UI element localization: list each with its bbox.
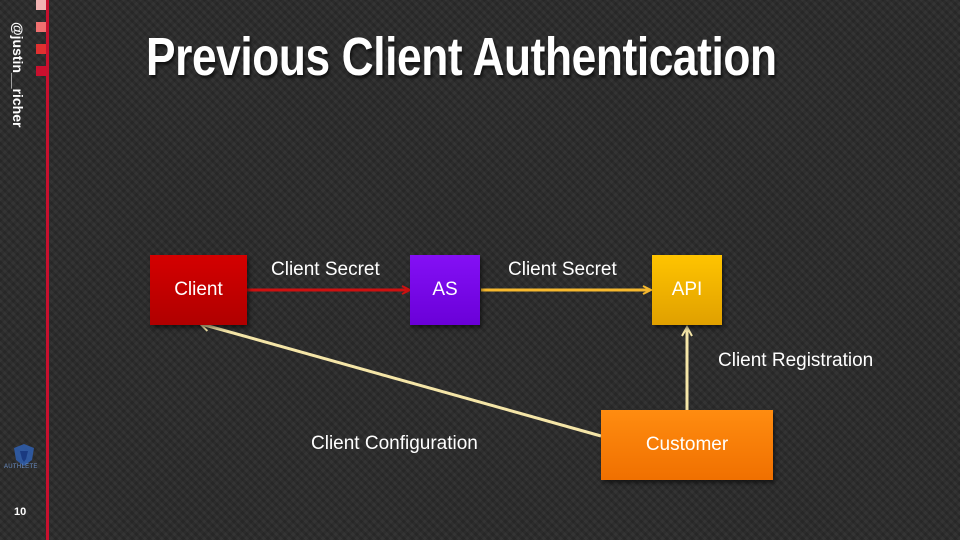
edge-label-client-secret-2: Client Secret bbox=[508, 259, 617, 280]
node-customer-label: Customer bbox=[645, 434, 729, 455]
node-api-label: API bbox=[671, 279, 703, 300]
node-client-label: Client bbox=[174, 279, 223, 300]
edge-label-client-configuration: Client Configuration bbox=[311, 433, 478, 454]
page-number: 10 bbox=[14, 506, 27, 518]
author-handle: @justin__richer bbox=[10, 22, 26, 128]
edge-label-client-registration: Client Registration bbox=[718, 350, 874, 371]
authlete-logo-icon bbox=[14, 444, 34, 466]
sidebar-accent-line bbox=[46, 0, 49, 540]
node-client: Client bbox=[150, 255, 247, 325]
slide-title: Previous Client Authentication bbox=[146, 27, 777, 87]
sidebar-square-3 bbox=[36, 44, 46, 54]
edge-label-client-secret-1: Client Secret bbox=[271, 259, 380, 280]
sidebar-square-2 bbox=[36, 22, 46, 32]
node-api: API bbox=[652, 255, 722, 325]
sidebar-square-4 bbox=[36, 66, 46, 76]
sidebar-square-1 bbox=[36, 0, 46, 10]
node-customer: Customer bbox=[601, 410, 773, 480]
node-as: AS bbox=[410, 255, 480, 325]
logo-text: AUTHLETE bbox=[4, 464, 38, 470]
arrow-customer-to-client bbox=[201, 324, 602, 438]
node-as-label: AS bbox=[432, 279, 458, 300]
